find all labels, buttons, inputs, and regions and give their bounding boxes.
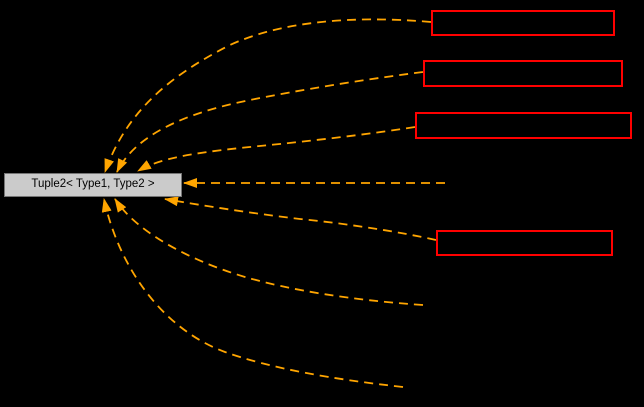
related-class-box-3[interactable] xyxy=(415,112,632,139)
main-node-label: Tuple2< Type1, Type2 > xyxy=(31,178,155,191)
edge-box2-to-main xyxy=(116,71,424,173)
main-node-tuple2: Tuple2< Type1, Type2 > xyxy=(4,173,182,197)
edge-box4-to-main xyxy=(164,196,437,241)
related-class-box-1[interactable] xyxy=(431,10,615,36)
related-class-box-2[interactable] xyxy=(423,60,623,87)
related-class-box-4[interactable] xyxy=(436,230,613,256)
edge-bottom-right-to-main xyxy=(101,198,404,388)
edge-box3-to-main xyxy=(137,126,416,172)
edge-box1-to-main xyxy=(104,18,432,173)
edge-lower-right-to-main xyxy=(114,198,424,306)
